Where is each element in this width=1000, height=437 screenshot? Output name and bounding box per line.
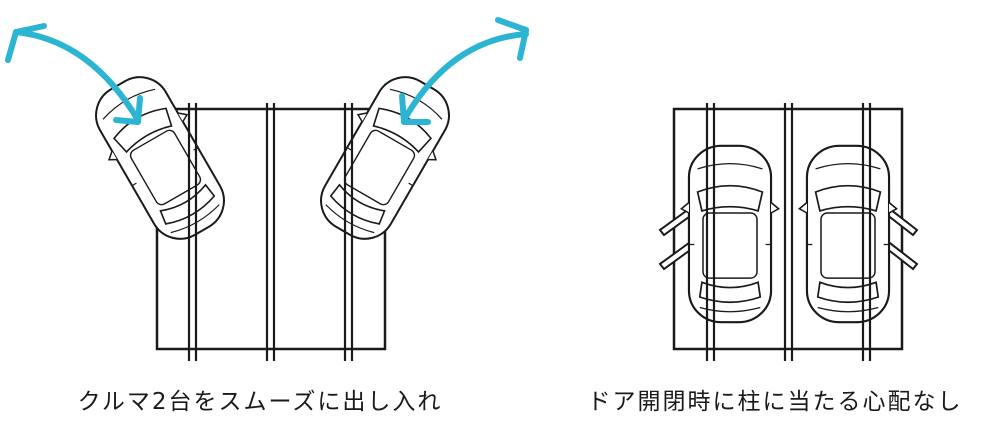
curved-arrow-icon [399,17,529,125]
pillar [705,103,716,361]
pillar [861,103,872,361]
pillar [187,103,198,361]
curved-arrow-icon [5,23,143,125]
pillar [265,103,276,361]
car-icon [798,144,898,324]
right-caption: ドア開閉時に柱に当たる心配なし [587,389,963,415]
left-caption: クルマ2台をスムーズに出し入れ [77,389,443,415]
car-icon [680,144,780,324]
pillar [783,103,794,361]
left-panel [5,17,529,361]
pillar [343,103,354,361]
right-panel [658,103,919,361]
